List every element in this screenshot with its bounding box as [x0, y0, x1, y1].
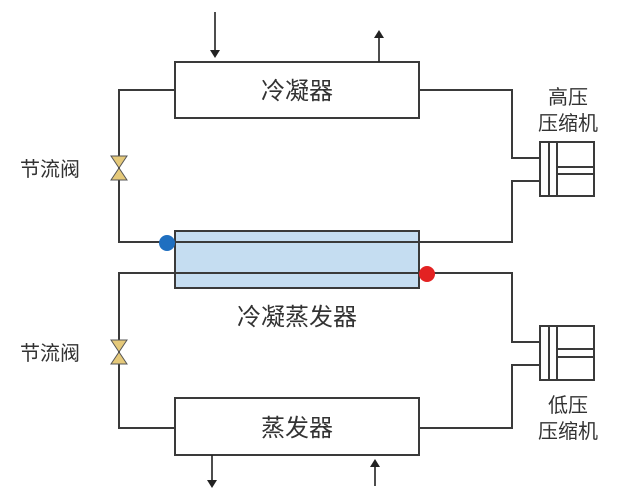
evaporator: 蒸发器: [174, 397, 420, 488]
cascade-exchanger: 冷凝蒸发器: [159, 230, 435, 331]
high-pressure-compressor: 高压 压缩机: [538, 85, 598, 197]
cascade-exchanger-box: [174, 230, 420, 289]
pipe-evaporator-to-low-compressor: [419, 364, 540, 429]
pipe-exchanger-to-compressor: [419, 180, 540, 243]
condenser-label: 冷凝器: [261, 77, 333, 105]
cascade-exchanger-label: 冷凝蒸发器: [237, 303, 357, 331]
upper-valve-label: 节流阀: [20, 157, 80, 181]
valve-icon: [110, 339, 128, 353]
valve-icon-lower-half: [110, 167, 128, 181]
valve-icon-lower-half: [110, 351, 128, 365]
evaporator-label: 蒸发器: [261, 414, 333, 442]
pipe-compressor-to-condenser: [419, 89, 540, 159]
hot-node-icon: [419, 266, 435, 282]
condenser-box: [174, 61, 420, 119]
cold-node-icon: [159, 235, 175, 251]
low-compressor-label-line1: 低压: [548, 393, 588, 417]
low-pressure-compressor: 低压 压缩机: [538, 325, 598, 443]
high-compressor-label-line1: 高压: [548, 85, 588, 109]
pipe-exchanger-to-low-compressor: [419, 272, 540, 343]
evaporator-box: [174, 397, 420, 456]
low-compressor-label-line2: 压缩机: [538, 419, 598, 443]
valve-icon: [110, 155, 128, 169]
upper-throttle-valve: 节流阀: [20, 155, 128, 181]
lower-throttle-valve: 节流阀: [20, 339, 128, 365]
high-compressor-label-line2: 压缩机: [538, 111, 598, 135]
condenser: 冷凝器: [174, 12, 420, 119]
lower-valve-label: 节流阀: [20, 341, 80, 365]
pipe-condenser-to-exchanger: [118, 89, 175, 243]
